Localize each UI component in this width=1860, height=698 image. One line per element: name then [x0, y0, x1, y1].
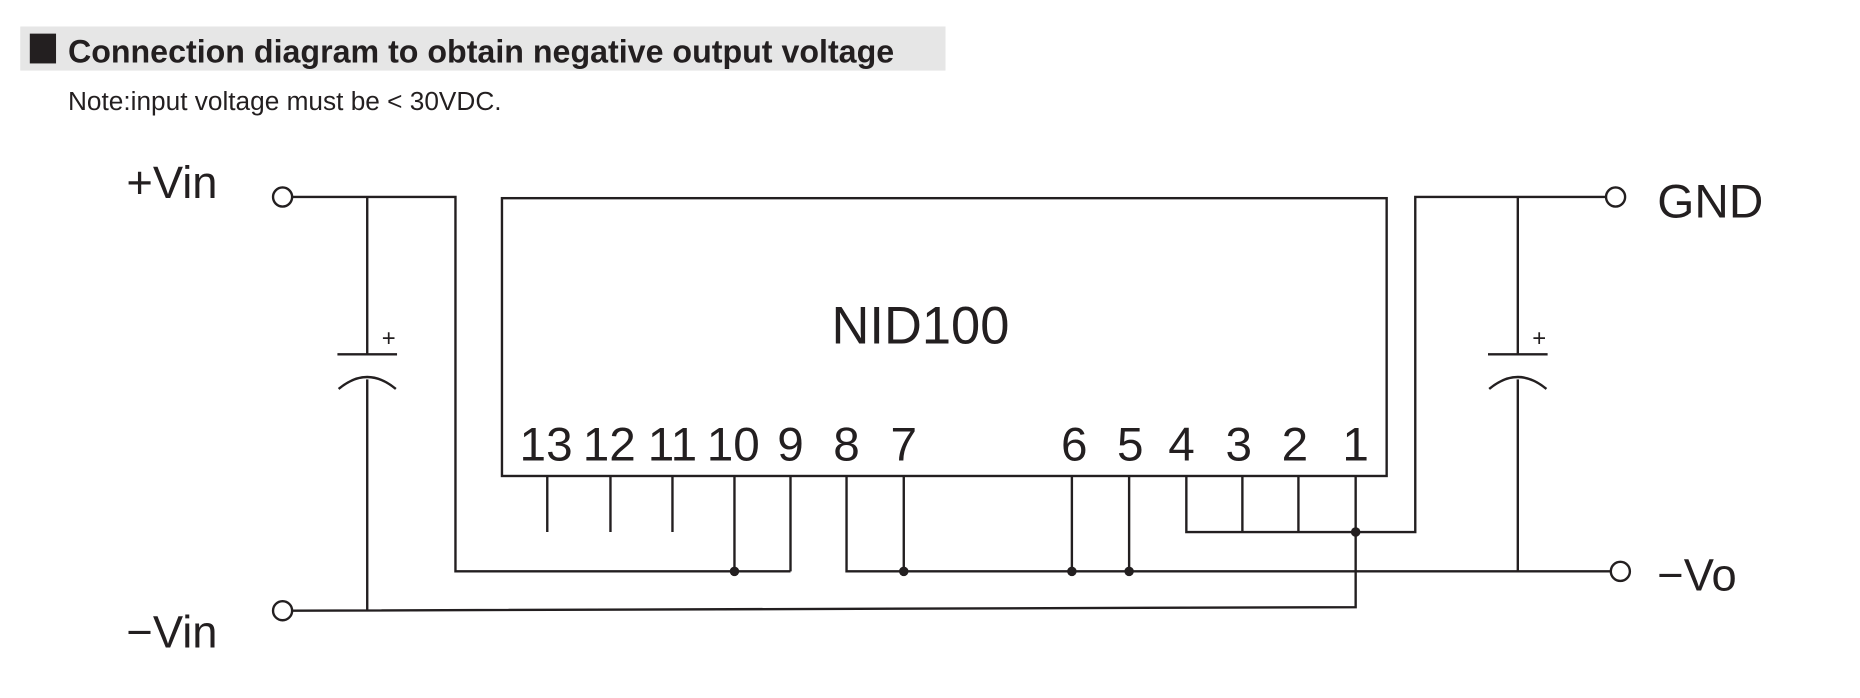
minus-vin-terminal [271, 599, 294, 622]
pin-label-5: 5 [1117, 418, 1144, 471]
junction-dot [1067, 566, 1077, 577]
gnd-label: GND [1657, 175, 1763, 228]
pin-label-3: 3 [1226, 418, 1253, 471]
junction-dot [1124, 566, 1134, 577]
pin-label-8: 8 [833, 418, 860, 471]
output-capacitor-plus-sign: + [1532, 325, 1546, 352]
gnd-wire [1185, 195, 1607, 534]
junction-dot [1350, 527, 1361, 537]
pin-label-9: 9 [777, 418, 804, 471]
pin-label-7: 7 [891, 418, 918, 471]
output-capacitor: + [1488, 196, 1548, 572]
wires [292, 195, 1611, 612]
pin-label-2: 2 [1282, 418, 1309, 471]
pin-label-13: 13 [520, 418, 573, 471]
input-voltage-note: Note:input voltage must be < 30VDC. [68, 86, 502, 116]
minus-vo-terminal [1609, 560, 1632, 583]
junction-dot [899, 566, 909, 577]
pin-label-1: 1 [1342, 418, 1369, 471]
junction-dot [729, 566, 740, 577]
plus-vin-label: +Vin [126, 157, 217, 208]
input-capacitor-plus-sign: + [382, 325, 396, 352]
pin-labels: 13 12 11 10 9 8 7 6 5 4 3 2 1 [520, 418, 1369, 471]
title-background [20, 26, 946, 71]
minus-vin-wire [292, 475, 1357, 612]
section-title: Connection diagram to obtain negative ou… [68, 33, 894, 69]
pin-label-10: 10 [707, 418, 760, 471]
pin-label-12: 12 [583, 418, 636, 471]
input-capacitor: + [337, 196, 398, 611]
minus-vo-label: −Vo [1657, 549, 1736, 600]
pin-label-4: 4 [1168, 418, 1195, 471]
gnd-terminal [1604, 186, 1627, 208]
minus-vin-label: −Vin [126, 607, 217, 658]
junction-dots [729, 527, 1361, 577]
nid100-module [500, 196, 1388, 478]
plus-vin-terminal [271, 186, 294, 208]
module-name: NID100 [832, 298, 1010, 356]
pin-label-11: 11 [648, 418, 698, 471]
title-bullet-square-icon [29, 33, 57, 64]
minus-vo-wire [845, 475, 1611, 573]
pin-label-6: 6 [1061, 418, 1088, 471]
pin-leads [546, 475, 1300, 572]
plus-vin-wire [292, 195, 791, 573]
